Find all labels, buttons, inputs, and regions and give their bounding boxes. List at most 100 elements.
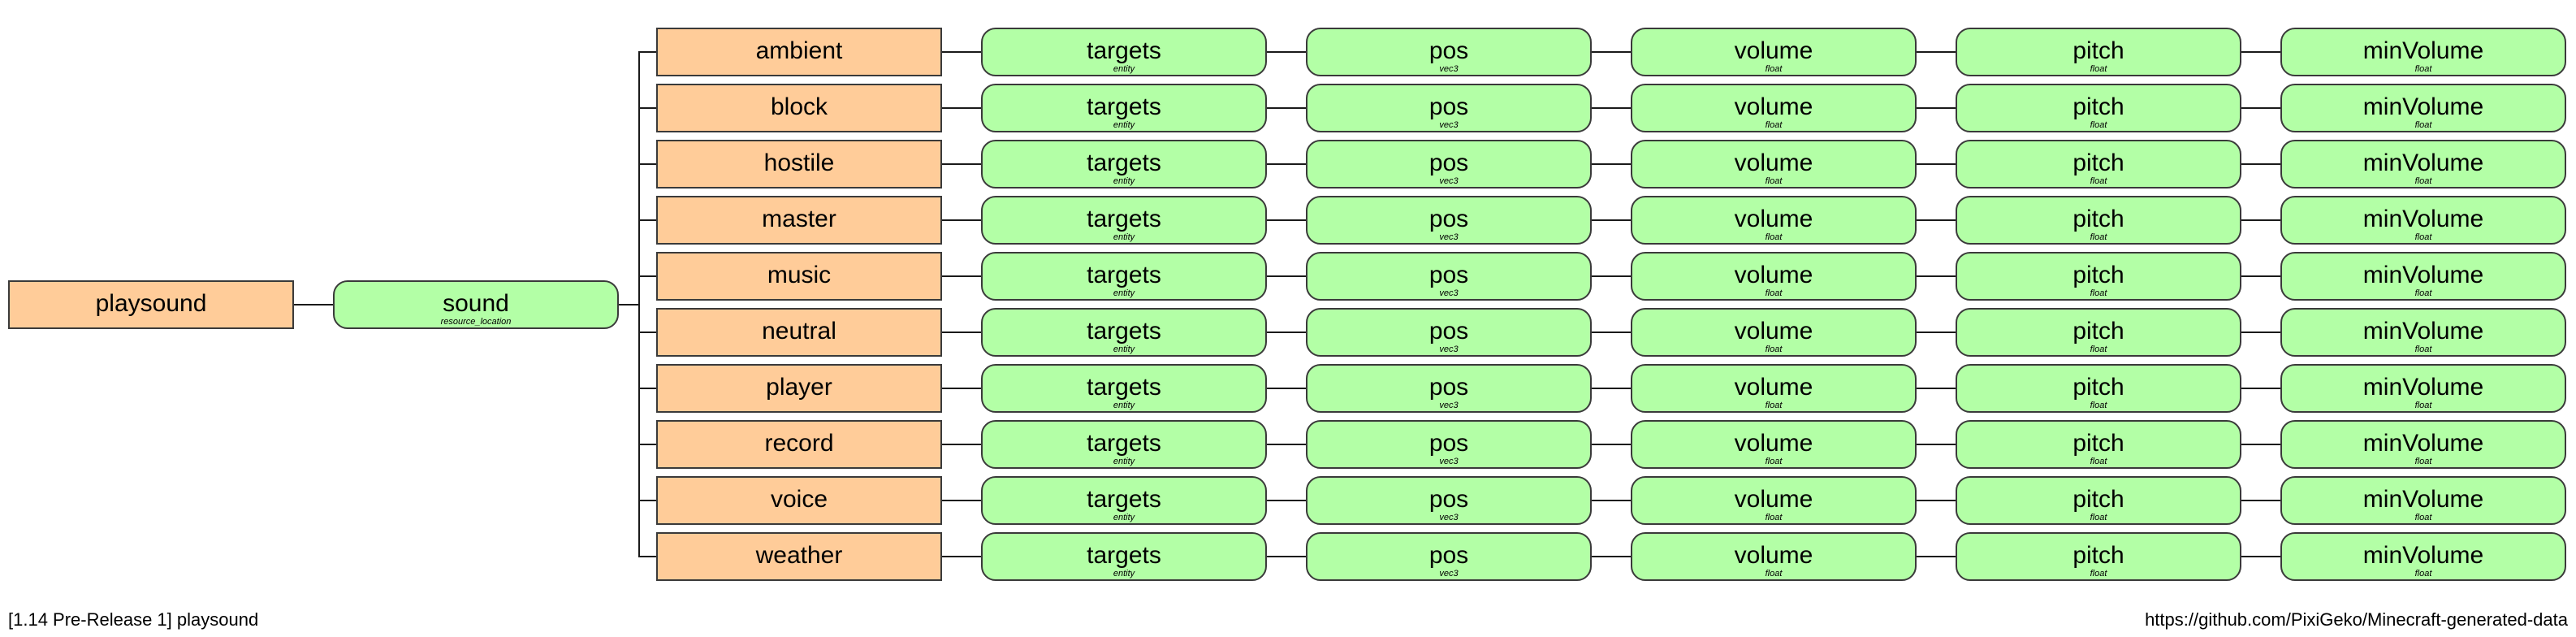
node-label: minVolume [2362, 150, 2484, 176]
connector-chain [1917, 275, 1956, 277]
connector-sound-bus [619, 304, 638, 306]
node-label: pitch [2072, 37, 2124, 64]
node-type-label: float [2090, 232, 2107, 242]
node-type-label: entity [1113, 569, 1135, 578]
source-node-weather: weather [656, 532, 942, 581]
connector-chain [942, 556, 981, 557]
node-type-label: vec3 [1439, 64, 1459, 74]
connector-chain [1917, 332, 1956, 333]
node-label: pitch [2072, 150, 2124, 176]
node-type-label: vec3 [1439, 232, 1459, 242]
connector-to-source [638, 444, 656, 445]
node-type-label: entity [1113, 64, 1135, 74]
node-label: pos [1428, 486, 1469, 513]
node-type-label: vec3 [1439, 569, 1459, 578]
connector-to-source [638, 219, 656, 221]
connector-chain [1592, 332, 1631, 333]
connector-chain [2241, 275, 2280, 277]
node-label: pos [1428, 37, 1469, 64]
node-label: volume [1734, 37, 1813, 64]
node-type-label: float [2090, 120, 2107, 130]
node-label: minVolume [2362, 430, 2484, 457]
connector-chain [1267, 275, 1306, 277]
node-label: volume [1734, 542, 1813, 569]
node-type-label: vec3 [1439, 288, 1459, 298]
node-type-label: resource_location [440, 317, 512, 327]
node-label: targets [1087, 150, 1161, 176]
connector-to-source [638, 51, 656, 53]
node-type-label: float [2090, 344, 2107, 354]
node-type-label: entity [1113, 288, 1135, 298]
source-node-ambient: ambient [656, 28, 942, 76]
root-node-playsound: playsound [8, 280, 294, 329]
source-node-block: block [656, 84, 942, 132]
node-type-label: float [2414, 232, 2432, 242]
connector-chain [1917, 107, 1956, 109]
connector-chain [1267, 163, 1306, 165]
connector-chain [1592, 107, 1631, 109]
connector-chain [1592, 163, 1631, 165]
source-node-record: record [656, 420, 942, 469]
node-label: volume [1734, 486, 1813, 513]
connector-chain [2241, 163, 2280, 165]
node-label: pitch [2072, 93, 2124, 120]
node-label: pos [1428, 542, 1469, 569]
node-label: volume [1734, 206, 1813, 232]
node-label: pitch [2072, 374, 2124, 401]
source-node-master: master [656, 196, 942, 245]
node-label: music [767, 262, 832, 288]
node-label: pos [1428, 430, 1469, 457]
connector-chain [1917, 219, 1956, 221]
node-type-label: float [2414, 569, 2432, 578]
node-type-label: float [2090, 176, 2107, 186]
source-url: https://github.com/PixiGeko/Minecraft-ge… [2145, 609, 2568, 630]
node-label: pitch [2072, 430, 2124, 457]
connector-chain [1917, 556, 1956, 557]
node-type-label: float [2414, 176, 2432, 186]
connector-chain [942, 107, 981, 109]
connector-chain [1592, 556, 1631, 557]
connector-chain [1592, 388, 1631, 389]
node-label: targets [1087, 430, 1161, 457]
node-type-label: float [1765, 401, 1783, 410]
node-type-label: entity [1113, 344, 1135, 354]
connector-chain [1267, 107, 1306, 109]
node-type-label: float [2414, 344, 2432, 354]
node-label: master [762, 206, 836, 232]
node-label: minVolume [2362, 542, 2484, 569]
connector-chain [942, 388, 981, 389]
node-label: volume [1734, 93, 1813, 120]
connector-chain [2241, 388, 2280, 389]
node-type-label: float [1765, 288, 1783, 298]
node-label: pitch [2072, 486, 2124, 513]
source-node-neutral: neutral [656, 308, 942, 357]
connector-to-source [638, 163, 656, 165]
node-type-label: entity [1113, 457, 1135, 466]
connector-chain [2241, 444, 2280, 445]
node-label: pitch [2072, 206, 2124, 232]
